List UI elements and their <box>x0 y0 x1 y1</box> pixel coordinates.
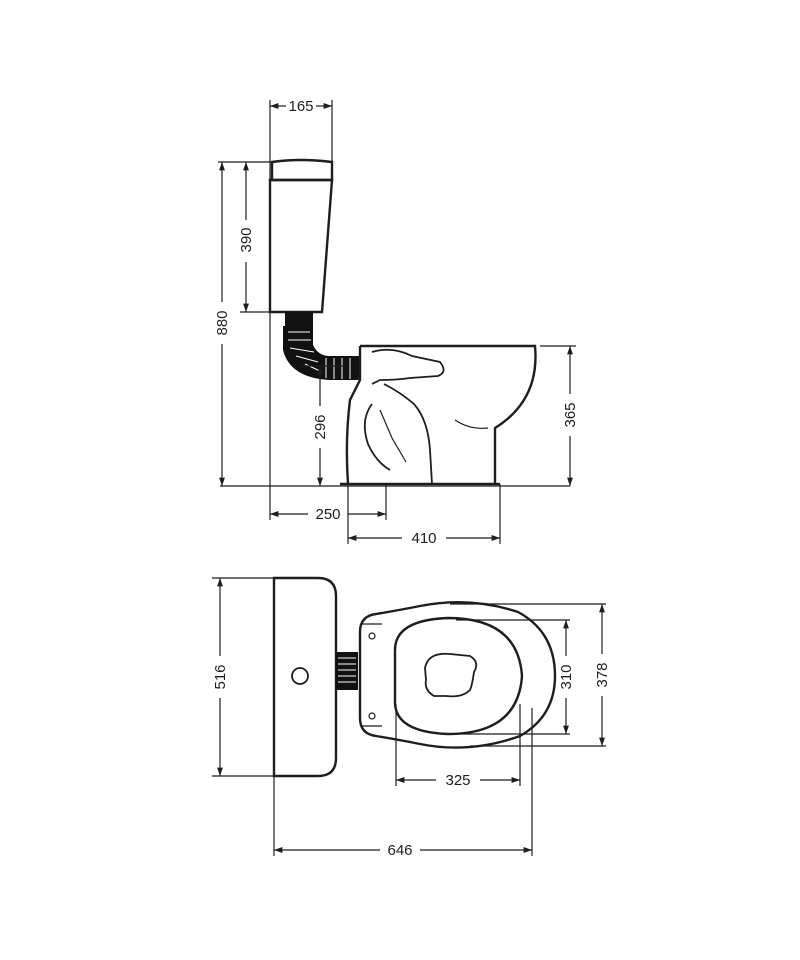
connector-top <box>336 652 358 690</box>
dim-inlet-height: 296 <box>312 366 329 486</box>
side-extension-lines <box>218 100 576 544</box>
top-extension-lines <box>212 577 606 856</box>
cistern-top <box>272 576 338 778</box>
dim-label-seat-length: 325 <box>445 772 470 789</box>
dim-label-bowl-depth: 410 <box>411 530 436 547</box>
dim-bowl-depth: 410 <box>348 530 500 547</box>
dim-bowl-width: 378 <box>594 604 611 746</box>
seat-top <box>358 600 557 749</box>
dim-label-overall-length: 646 <box>387 842 412 859</box>
dim-label-outlet-offset: 250 <box>315 506 340 523</box>
dim-bowl-height: 365 <box>562 346 579 486</box>
flush-hose <box>283 312 360 380</box>
dim-seat-width: 310 <box>558 620 575 734</box>
dim-seat-length: 325 <box>396 772 520 789</box>
dim-overall-length: 646 <box>274 842 532 859</box>
dim-label-bowl-height: 365 <box>562 402 579 427</box>
dim-tank-height: 390 <box>238 162 255 312</box>
dim-label-tank-height: 390 <box>238 227 255 252</box>
dim-label-seat-width: 310 <box>558 664 575 689</box>
dim-label-bowl-width: 378 <box>594 662 611 687</box>
dim-label-tank-depth: 165 <box>288 98 313 115</box>
dim-outlet-offset: 250 <box>270 506 386 523</box>
cistern-side <box>268 158 334 314</box>
flush-button-icon <box>291 667 309 685</box>
dim-tank-depth: 165 <box>270 98 332 115</box>
dim-label-overall-height: 880 <box>214 310 231 335</box>
bowl-side <box>340 344 537 486</box>
dim-tank-width: 516 <box>212 578 229 776</box>
dim-label-tank-width: 516 <box>212 664 229 689</box>
side-view: 165 390 880 296 365 <box>214 98 579 547</box>
top-view: 516 310 378 325 646 <box>212 576 611 859</box>
dim-label-inlet-height: 296 <box>312 414 329 439</box>
dim-overall-height: 880 <box>214 162 231 486</box>
